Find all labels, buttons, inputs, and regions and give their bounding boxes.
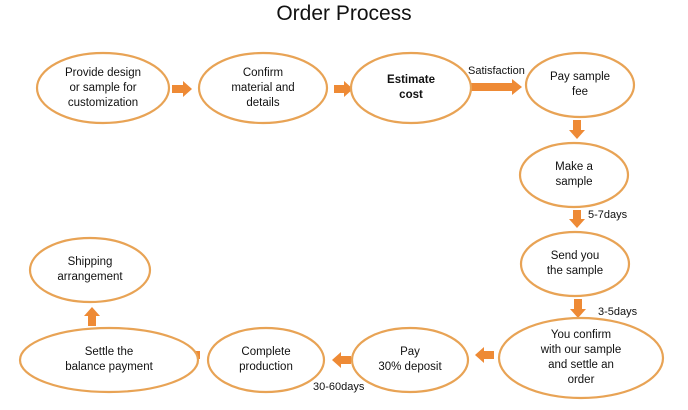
- node-youconfirm: [497, 316, 665, 400]
- page-title: Order Process: [276, 2, 412, 25]
- node-label-youconfirm: You confirm with our sample and settle a…: [540, 329, 622, 386]
- edge-label-5-7days: 5-7days: [588, 209, 628, 221]
- node-label-makesample: Make a sample: [555, 161, 593, 188]
- arrow-sendsample-to-youconfirm: [570, 299, 586, 318]
- node-provide: [35, 51, 171, 125]
- arrow-pay30-to-complete: [332, 352, 351, 368]
- arrow-provide-to-confirm: [172, 81, 192, 97]
- node-sendsample: [519, 230, 631, 298]
- node-label-estimate: Estimate cost: [387, 74, 435, 101]
- node-label-complete: Complete production: [239, 346, 293, 373]
- arrow-youconfirm-to-pay30: [475, 347, 494, 363]
- arrow-settle-to-shipping: [84, 307, 100, 326]
- node-estimate: [349, 51, 473, 125]
- node-settle: [18, 326, 200, 394]
- node-label-settle: Settle the balance payment: [65, 346, 153, 373]
- arrow-makesample-to-sendsample: [569, 210, 585, 228]
- node-complete: [206, 326, 326, 394]
- arrow-paysample-to-makesample: [569, 120, 585, 139]
- node-label-sendsample: Send you the sample: [546, 250, 604, 277]
- node-makesample: [518, 141, 630, 209]
- node-pay30: [350, 326, 470, 394]
- node-shipping: [28, 236, 152, 304]
- edge-label-3-5days: 3-5days: [598, 306, 638, 318]
- edge-label-satisfaction: Satisfaction: [468, 65, 525, 77]
- node-label-provide: Provide design or sample for customizati…: [64, 66, 142, 109]
- node-label-paysample: Pay sample fee: [549, 71, 611, 98]
- node-label-pay30: Pay 30% deposit: [378, 346, 442, 373]
- node-confirm: [197, 51, 329, 125]
- node-label-shipping: Shipping arrangement: [57, 256, 123, 283]
- edge-label-30-60days: 30-60days: [313, 381, 365, 393]
- arrow-confirm-to-estimate: [334, 81, 353, 97]
- arrow-estimate-to-paysample: [468, 79, 522, 95]
- node-paysample: [524, 51, 636, 119]
- node-label-confirm: Confirm material and details: [231, 66, 295, 109]
